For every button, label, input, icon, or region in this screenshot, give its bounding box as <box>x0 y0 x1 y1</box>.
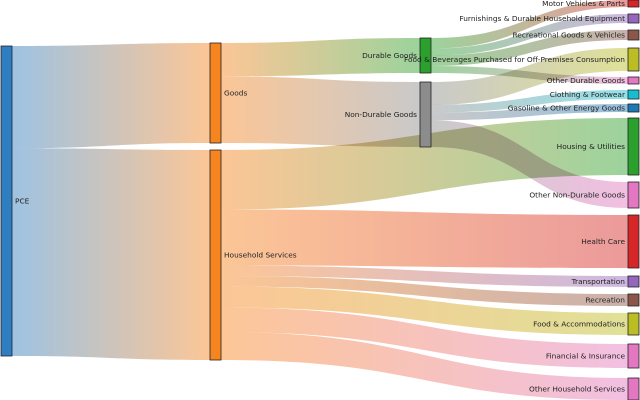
node-label-gasoline: Gasoline & Other Energy Goods <box>508 104 625 113</box>
link-goods-to-durable <box>221 38 420 77</box>
link-durable-to-furnishings <box>431 14 628 56</box>
node-recgoods <box>627 29 640 41</box>
node-label-financial: Financial & Insurance <box>546 352 626 361</box>
node-foodacc <box>627 312 640 336</box>
node-financial <box>627 343 640 369</box>
node-durable <box>419 37 432 74</box>
node-furnishings <box>627 13 640 24</box>
node-services <box>209 149 222 361</box>
link-nondurable-to-clothing <box>431 90 628 113</box>
node-pce <box>0 45 13 357</box>
link-durable-to-recgoods <box>431 30 628 66</box>
link-goods-to-nondurable <box>221 76 420 147</box>
node-label-clothing: Clothing & Footwear <box>550 90 626 99</box>
link-durable-to-motor <box>431 0 628 49</box>
link-services-to-foodacc <box>221 286 628 335</box>
node-transport <box>627 275 640 288</box>
node-label-nondurable: Non-Durable Goods <box>345 110 417 119</box>
node-label-motor: Motor Vehicles & Parts <box>542 0 625 8</box>
node-goods <box>209 42 222 144</box>
node-label-recgoods: Recreational Goods & Vehicles <box>512 31 625 40</box>
link-pce-to-goods <box>12 43 210 149</box>
link-nondurable-to-othernondurable <box>431 120 628 208</box>
link-services-to-recreation <box>221 276 628 306</box>
node-label-transport: Transportation <box>571 277 626 286</box>
node-label-health: Health Care <box>581 237 625 246</box>
node-label-housing: Housing & Utilities <box>557 142 625 151</box>
link-nondurable-to-foodbev <box>431 48 628 105</box>
link-services-to-health <box>221 209 628 268</box>
node-health <box>627 214 640 269</box>
node-label-foodbev: Food & Beverages Purchased for Off-Premi… <box>404 55 625 64</box>
node-label-goods: Goods <box>224 89 247 98</box>
node-nondurable <box>419 81 432 148</box>
node-foodbev <box>627 47 640 72</box>
links-layer <box>12 0 628 400</box>
node-housing <box>627 117 640 176</box>
node-label-otherhh: Other Household Services <box>529 385 625 394</box>
link-services-to-transport <box>221 265 628 287</box>
node-label-recreation: Recreation <box>585 296 625 305</box>
link-nondurable-to-gasoline <box>431 104 628 121</box>
node-otherdurable <box>627 76 640 85</box>
node-label-pce: PCE <box>15 197 30 206</box>
node-motor <box>627 0 640 8</box>
node-clothing <box>627 89 640 100</box>
node-label-durable: Durable Goods <box>362 51 417 60</box>
link-services-to-financial <box>221 307 628 368</box>
node-label-foodacc: Food & Accommodations <box>533 320 625 329</box>
node-label-otherdurable: Other Durable Goods <box>547 76 625 85</box>
node-otherhh <box>627 377 640 400</box>
node-gasoline <box>627 103 640 113</box>
node-label-services: Household Services <box>224 251 297 260</box>
node-othernondurable <box>627 181 640 209</box>
link-services-to-otherhh <box>221 332 628 400</box>
node-label-othernondurable: Other Non-Durable Goods <box>529 191 625 200</box>
node-recreation <box>627 293 640 307</box>
node-label-furnishings: Furnishings & Durable Household Equipmen… <box>459 14 625 23</box>
link-services-to-housing <box>221 118 628 210</box>
link-pce-to-services <box>12 148 210 360</box>
